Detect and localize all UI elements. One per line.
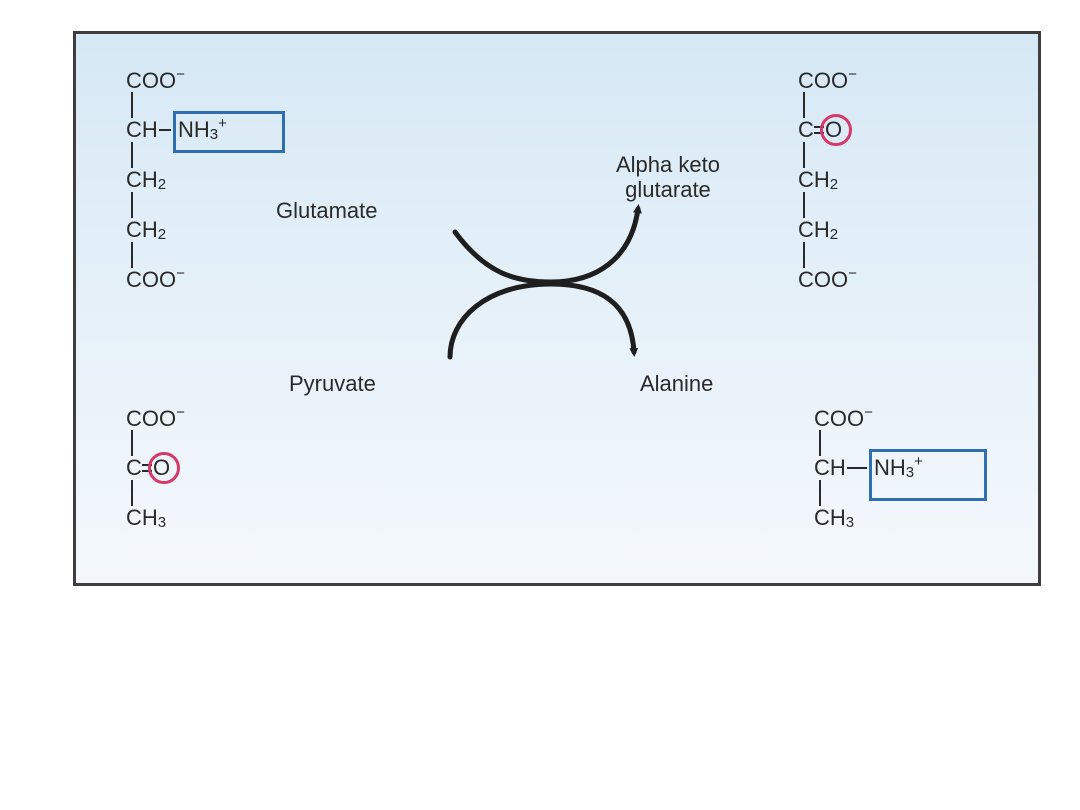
alanine-carboxylate: COO− <box>814 404 873 431</box>
glutamate-ch2-beta: CH2 <box>126 167 167 193</box>
akg-ch2-b: CH2 <box>798 217 839 243</box>
bond <box>159 129 171 131</box>
label-alpha-ketoglutarate: Alpha keto glutarate <box>616 152 720 202</box>
bond <box>131 480 133 506</box>
pyruvate-to-alanine-arrow <box>447 281 639 360</box>
pyruvate-carbonyl-carbon: C <box>126 455 142 480</box>
akg-ch2-a: CH2 <box>798 167 839 193</box>
glutamate-alpha-carbon: CH <box>126 117 158 142</box>
diagram-panel: COO− CH NH3+ CH2 CH2 COO− COO− C O CH2 C… <box>73 31 1041 586</box>
pyruvate-methyl: CH3 <box>126 505 167 531</box>
carbonyl-highlight-circle <box>148 452 180 484</box>
alanine-amine-group: NH3+ <box>874 453 923 481</box>
amine-highlight-box <box>869 449 987 501</box>
double-bond <box>814 126 824 128</box>
bond <box>819 480 821 506</box>
glutamate-to-akg-arrow <box>452 204 642 285</box>
akg-carboxylate-top: COO− <box>798 66 857 93</box>
label-alanine: Alanine <box>640 371 714 396</box>
bond <box>131 142 133 168</box>
bond <box>803 92 805 118</box>
double-bond <box>142 470 152 472</box>
bond <box>803 192 805 218</box>
amine-highlight-box <box>173 111 285 153</box>
bond <box>131 242 133 268</box>
alanine-methyl: CH3 <box>814 505 855 531</box>
transamination-arrows <box>447 204 642 360</box>
akg-carbonyl-carbon: C <box>798 117 814 142</box>
alanine-alpha-carbon: CH <box>814 455 846 480</box>
glutamate-carboxylate-bottom: COO− <box>126 265 185 292</box>
bond <box>847 467 867 469</box>
bond <box>131 92 133 118</box>
pyruvate-carboxylate: COO− <box>126 404 185 431</box>
label-alpha-keto-line2: glutarate <box>625 177 711 202</box>
carbonyl-highlight-circle <box>820 114 852 146</box>
bond <box>803 142 805 168</box>
glutamate-ch2-gamma: CH2 <box>126 217 167 243</box>
double-bond <box>814 132 824 134</box>
bond <box>131 430 133 456</box>
label-alpha-keto-line1: Alpha keto <box>616 152 720 177</box>
label-pyruvate: Pyruvate <box>289 371 376 396</box>
akg-carboxylate-bottom: COO− <box>798 265 857 292</box>
double-bond <box>142 464 152 466</box>
glutamate-carboxylate-top: COO− <box>126 66 185 93</box>
glutamate-amine-group: NH3+ <box>178 115 227 143</box>
bond <box>803 242 805 268</box>
bond <box>819 430 821 456</box>
bond <box>131 192 133 218</box>
label-glutamate: Glutamate <box>276 198 378 223</box>
